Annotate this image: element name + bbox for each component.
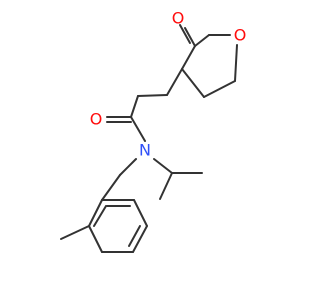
methyl-group (60, 225, 90, 240)
benzene-ring (88, 199, 148, 253)
molecule-structure: O O O N (60, 9, 247, 253)
bond (159, 172, 173, 200)
isopropyl-group (153, 158, 203, 200)
ring-oxygen-label: O (234, 26, 247, 45)
bond (132, 225, 148, 253)
bond (184, 27, 196, 47)
bond (137, 94, 168, 97)
bond (203, 80, 236, 98)
bond (166, 68, 183, 96)
amide-oxygen-label: O (90, 110, 103, 129)
bond (101, 174, 121, 201)
bond (88, 199, 103, 227)
bond (130, 116, 146, 142)
lactone-carbonyl-oxygen-label: O (172, 9, 185, 28)
bond (128, 225, 141, 247)
bond (88, 225, 103, 253)
bond (181, 68, 205, 98)
bond (133, 199, 148, 227)
bond (194, 34, 210, 47)
bond (93, 205, 107, 227)
bond (179, 24, 191, 44)
amide-nitrogen-label: N (139, 141, 151, 160)
side-chain (106, 68, 183, 142)
bond (153, 158, 173, 174)
bond (119, 158, 137, 176)
bond (181, 45, 196, 70)
benzyl-linker (101, 158, 137, 201)
lactone-ring (179, 24, 238, 98)
bond (60, 225, 90, 240)
bond (234, 44, 238, 82)
bond (130, 95, 139, 118)
